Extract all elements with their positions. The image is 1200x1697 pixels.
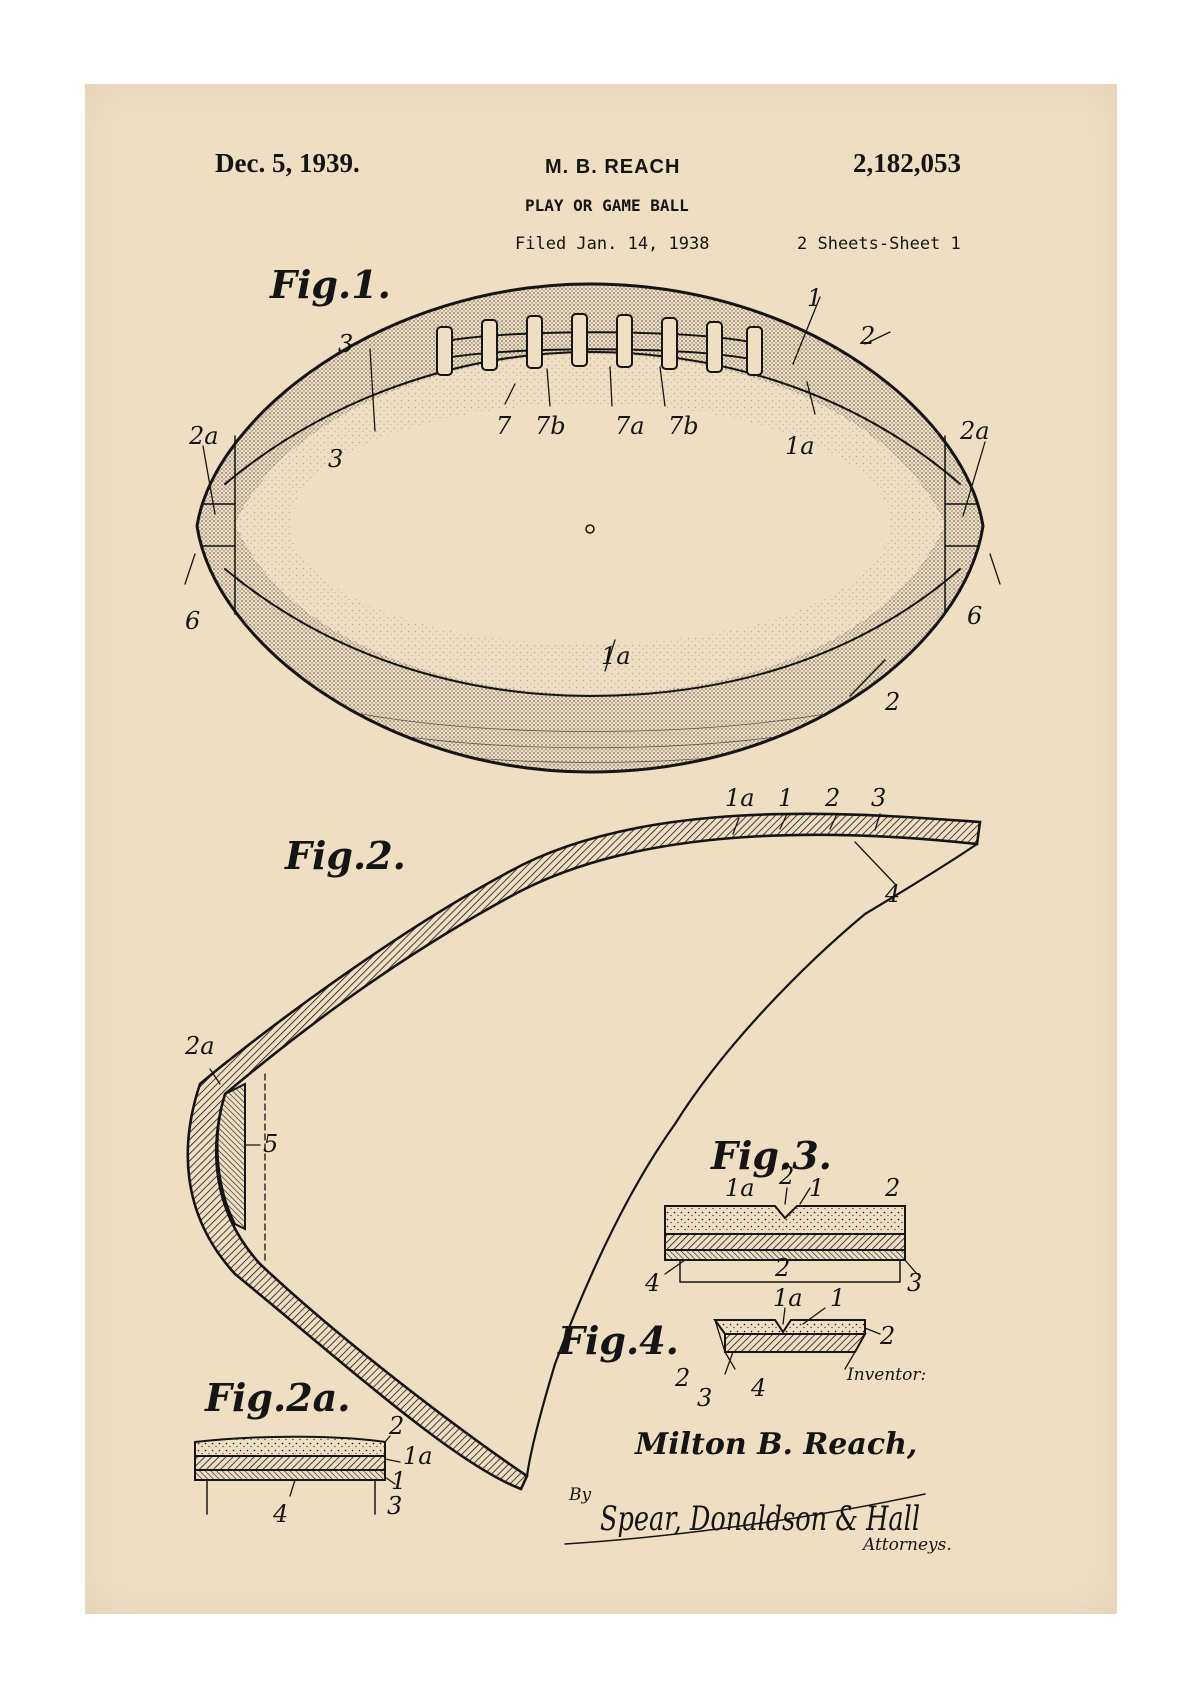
inventor-name: Milton B. Reach,	[634, 1427, 917, 1462]
fig1-ref-7a: 7a	[615, 412, 645, 440]
inventor-header: M. B. REACH	[545, 156, 681, 178]
fig1-ref-2-bottom: 2	[884, 688, 900, 716]
fig2a-label: Fig.2a.	[204, 1375, 351, 1420]
fig3-ref-4: 4	[644, 1269, 660, 1297]
patent-title: PLAY OR GAME BALL	[525, 196, 689, 215]
fig4-ref-2-left: 2	[674, 1364, 690, 1392]
patent-number: 2,182,053	[853, 148, 961, 178]
inventor-caption: Inventor:	[846, 1365, 926, 1385]
attorneys-caption: Attorneys.	[861, 1535, 952, 1555]
fig4-refs: 1a 1 2 2 3 4	[674, 1284, 895, 1412]
fig4-ref-3: 3	[697, 1384, 712, 1412]
fig2-ref-2a: 2a	[184, 1032, 215, 1060]
fig2a-ref-4: 4	[272, 1500, 288, 1528]
fig2a-section	[194, 1435, 401, 1515]
fig1-ref-7b-a: 7b	[535, 412, 566, 440]
fig3-label: Fig.3.	[710, 1133, 832, 1178]
fig1-refs: 1 2 3 3 2a 2a 7 7b 7a 7b 1a 1a 6 6 2	[185, 284, 990, 716]
fig4-ref-2-right: 2	[879, 1322, 895, 1350]
fig2-ref-4: 4	[884, 880, 900, 908]
fig1-ref-2a-left: 2a	[188, 422, 219, 450]
fig1-ref-7: 7	[496, 412, 512, 440]
patent-date: Dec. 5, 1939.	[215, 148, 360, 178]
fig4-ref-1a: 1a	[773, 1284, 803, 1312]
fig2-refs: 1a 1 2 3 4 2a 5	[184, 784, 900, 1158]
fig2-ref-3: 3	[871, 784, 886, 812]
fig2-cross-section	[186, 812, 982, 1491]
fig2a-refs: 2 1a 1 3 4	[272, 1412, 433, 1528]
sheet-count: 2 Sheets-Sheet 1	[797, 234, 961, 254]
fig1-ref-1a-top: 1a	[785, 432, 815, 460]
fig1-ref-3b: 3	[328, 445, 343, 473]
fig1-ref-6-right: 6	[967, 602, 982, 630]
fig4-ref-4: 4	[750, 1374, 766, 1402]
fig3-ref-2-mid: 2	[774, 1254, 790, 1282]
fig3-ref-1: 1	[809, 1174, 824, 1202]
fig1-ref-2: 2	[859, 322, 875, 350]
fig1-ref-6-left: 6	[185, 607, 200, 635]
fig1-football	[184, 282, 1001, 774]
fig4-section	[713, 1307, 881, 1375]
fig2-ref-2: 2	[824, 784, 840, 812]
fig3-ref-3: 3	[907, 1269, 922, 1297]
fig3-ref-1a: 1a	[725, 1174, 755, 1202]
fig1-ref-2a-right: 2a	[959, 417, 990, 445]
filed-date: Filed Jan. 14, 1938	[515, 234, 710, 254]
fig1-ref-7b-b: 7b	[668, 412, 699, 440]
fig2-ref-1a: 1a	[725, 784, 755, 812]
fig1-label: Fig.1.	[269, 262, 391, 307]
fig2a-ref-3: 3	[387, 1492, 402, 1520]
patent-sheet: Dec. 5, 1939. M. B. REACH 2,182,053 PLAY…	[85, 84, 1117, 1614]
fig3-refs: 1a 2 1 2 2 4 3	[644, 1162, 922, 1297]
fig3-ref-2-top: 2	[778, 1162, 794, 1190]
fig2-label: Fig.2.	[284, 833, 406, 878]
fig2-ref-5: 5	[263, 1130, 278, 1158]
signature-underline	[564, 1493, 926, 1545]
fig2a-ref-2: 2	[388, 1412, 404, 1440]
fig1-ref-3a: 3	[338, 330, 353, 358]
by-label: By	[568, 1485, 591, 1505]
fig3-ref-2-right: 2	[884, 1174, 900, 1202]
fig2-ref-1: 1	[778, 784, 793, 812]
patent-drawings: Fig.1. 1 2 3 3 2a 2a 7 7b 7a 7b 1a 1a 6 …	[184, 262, 1001, 1555]
fig1-ref-1: 1	[807, 284, 822, 312]
fig1-ref-1a-bottom: 1a	[601, 642, 631, 670]
fig2a-ref-1: 1	[391, 1467, 406, 1495]
fig4-ref-1: 1	[830, 1284, 845, 1312]
fig2a-ref-1a: 1a	[403, 1442, 433, 1470]
fig4-label: Fig.4.	[557, 1318, 679, 1363]
fig3-section	[664, 1187, 918, 1283]
